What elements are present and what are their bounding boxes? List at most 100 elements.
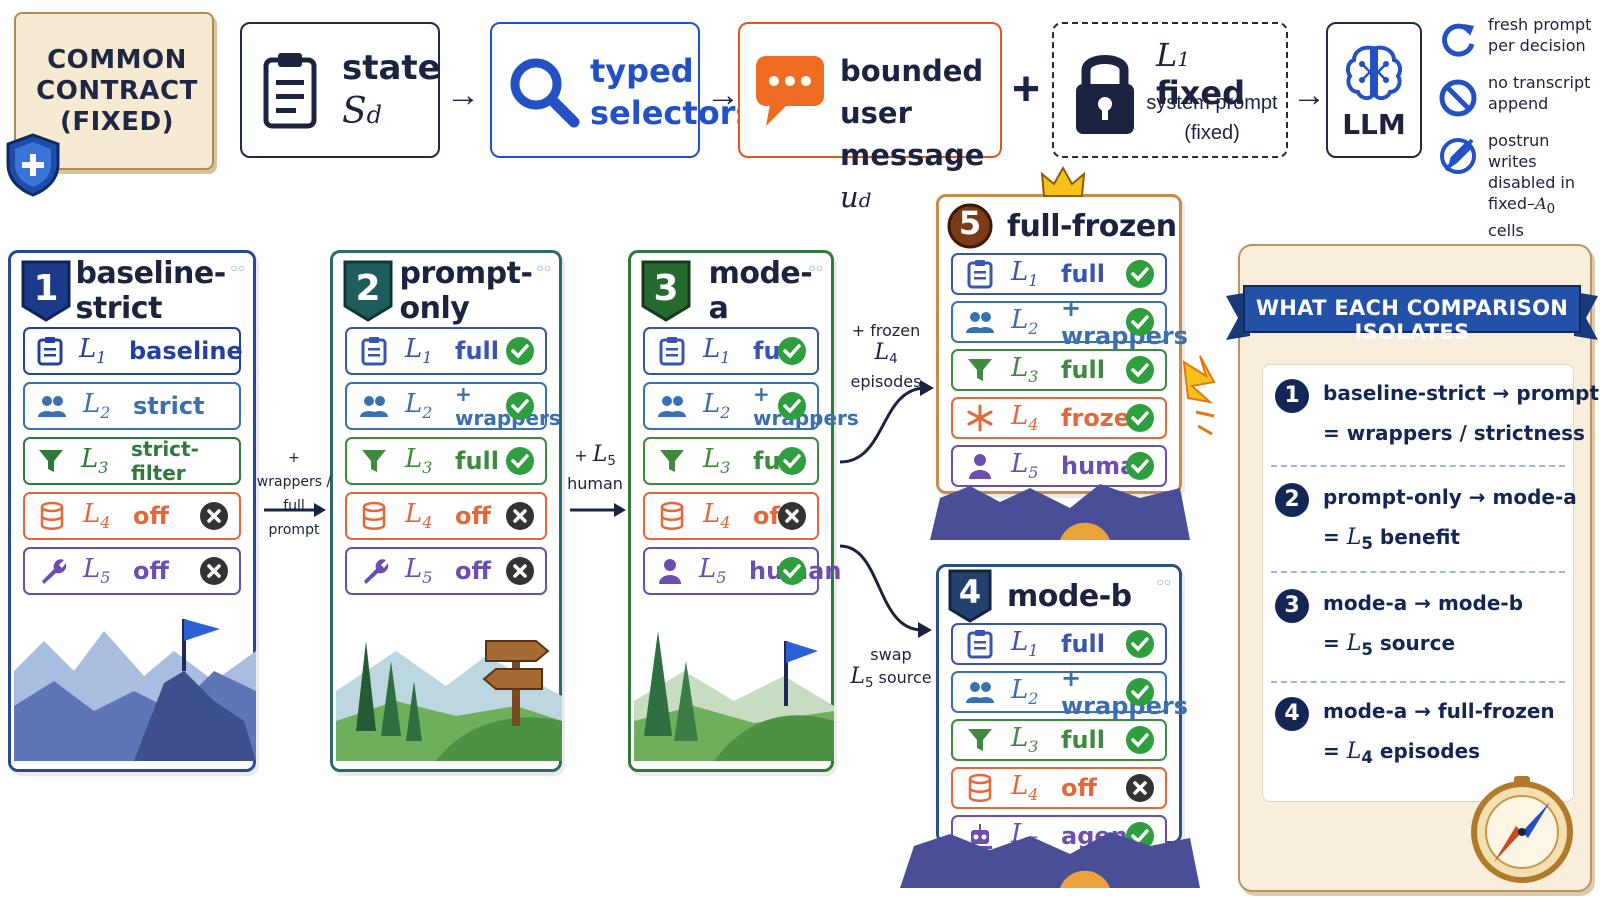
status-on (777, 556, 807, 586)
card-number-badge: 4 (947, 569, 993, 623)
isolate-number: 1 (1275, 379, 1309, 413)
layer-symbol: L2 (405, 389, 433, 423)
fixed-line-2: system prompt (1146, 92, 1278, 114)
users-icon (37, 391, 67, 421)
connector-1-label: + wrappers / full prompt (256, 446, 332, 542)
status-on (1125, 629, 1155, 659)
layer-value: strict-filter (131, 437, 199, 485)
isolate-item-1: 1 baseline-strict → prompt-only = wrappe… (1273, 373, 1600, 477)
connector-4-label: swap L5 source (846, 644, 936, 695)
card-number: 2 (355, 268, 381, 309)
layer-symbol: L3 (405, 444, 433, 478)
status-on (1125, 403, 1155, 433)
status-on (505, 446, 535, 476)
isolate-comparison: prompt-only → mode-a (1323, 485, 1577, 509)
layer-value: off (1061, 774, 1097, 802)
pen-disabled-icon (1440, 138, 1476, 174)
layer-value: + wrappers (1061, 294, 1188, 350)
check-icon (1126, 452, 1154, 480)
forest-flag-illustration (634, 611, 834, 766)
users-icon (965, 677, 995, 707)
users-icon (359, 391, 389, 421)
status-on (777, 336, 807, 366)
card-number: 5 (958, 204, 982, 242)
layer-row-l2: L2+ wrappers (951, 294, 1188, 350)
layer-value: + wrappers (1061, 664, 1188, 720)
isolates-panel: 1 baseline-strict → prompt-only = wrappe… (1238, 244, 1600, 892)
status-on (1125, 307, 1155, 337)
connector-3-line-2: L4 episodes (850, 340, 922, 392)
filter-icon (359, 446, 389, 476)
connector-2-line-2: human (567, 474, 623, 494)
fixed-line-3: (fixed) (1184, 122, 1240, 144)
fixed-sub-label: system prompt (fixed) (1142, 88, 1282, 148)
contract-line-3: (FIXED) (59, 106, 175, 137)
status-on (1125, 355, 1155, 385)
cave-rocks-illustration-2 (900, 832, 1200, 888)
no-entry-icon (1439, 79, 1477, 117)
check-icon (778, 447, 806, 475)
status-off (777, 501, 807, 531)
card-number-badge: 3 (639, 260, 693, 322)
bounded-message-box: bounded user message ud (738, 22, 1002, 214)
card-number-badge: 2 (341, 260, 393, 322)
clipboard-icon (965, 259, 995, 289)
filter-icon (965, 355, 995, 385)
rule-text-2: no transcript append (1488, 73, 1591, 113)
layer-symbol: L1 (703, 334, 731, 368)
check-icon (506, 447, 534, 475)
check-icon (506, 337, 534, 365)
card-number-badge: 5 (947, 201, 993, 251)
card-header: 1 baseline-strict (19, 256, 253, 326)
layer-value: off (455, 502, 491, 530)
card-title: mode-b (1007, 578, 1132, 614)
filter-icon (37, 446, 65, 476)
mountain-flag-illustration (14, 611, 256, 766)
layer-row-l2: L2 + wrappers (951, 664, 1188, 720)
layer-symbol: L4 (83, 499, 111, 533)
layer-symbol: L2 (1011, 675, 1039, 709)
status-on (1125, 259, 1155, 289)
wrench-icon (359, 556, 389, 586)
check-icon (1126, 308, 1154, 336)
typed-selectors-box: typed selectors (490, 22, 755, 158)
layer-row-l2: L2+ wrappers (643, 382, 859, 430)
isolate-comparison: mode-a → full-frozen (1323, 699, 1555, 723)
isolates-list: 1 baseline-strict → prompt-only = wrappe… (1262, 364, 1600, 802)
rule-symbol: A (1535, 194, 1547, 213)
layer-symbol: L4 (1011, 401, 1039, 435)
clipboard-icon (965, 629, 995, 659)
layer-value: baseline (129, 337, 243, 365)
layer-value: full (1061, 260, 1105, 288)
database-icon (37, 501, 67, 531)
decor-dots: ○○ (230, 261, 246, 275)
connector-3-label: + frozen L4 episodes (838, 320, 934, 393)
state-symbol: Sd (342, 91, 383, 132)
rule-fresh-prompt: fresh prompt per decision (1438, 14, 1596, 72)
rule-postrun-disabled: postrun writes disabled in fixed–A0 cell… (1438, 130, 1596, 240)
status-off (1125, 773, 1155, 803)
isolate-result: = L5 source (1323, 631, 1456, 659)
status-on (1125, 725, 1155, 755)
database-icon (965, 773, 995, 803)
isolate-result: = L4 episodes (1323, 739, 1481, 767)
card-title: mode-a (708, 256, 813, 326)
fixed-system-prompt-box: L1 fixed system prompt (fixed) (1052, 22, 1288, 158)
connector-2-line-1: + L5 (574, 442, 616, 470)
filter-icon (965, 725, 995, 755)
cross-icon (200, 557, 228, 585)
rule-text-3b: cells (1488, 221, 1524, 241)
isolate-number: 2 (1275, 483, 1309, 517)
layer-symbol: L4 (703, 499, 731, 533)
brain-icon (1345, 45, 1403, 100)
connector-1-arrow (264, 503, 326, 517)
